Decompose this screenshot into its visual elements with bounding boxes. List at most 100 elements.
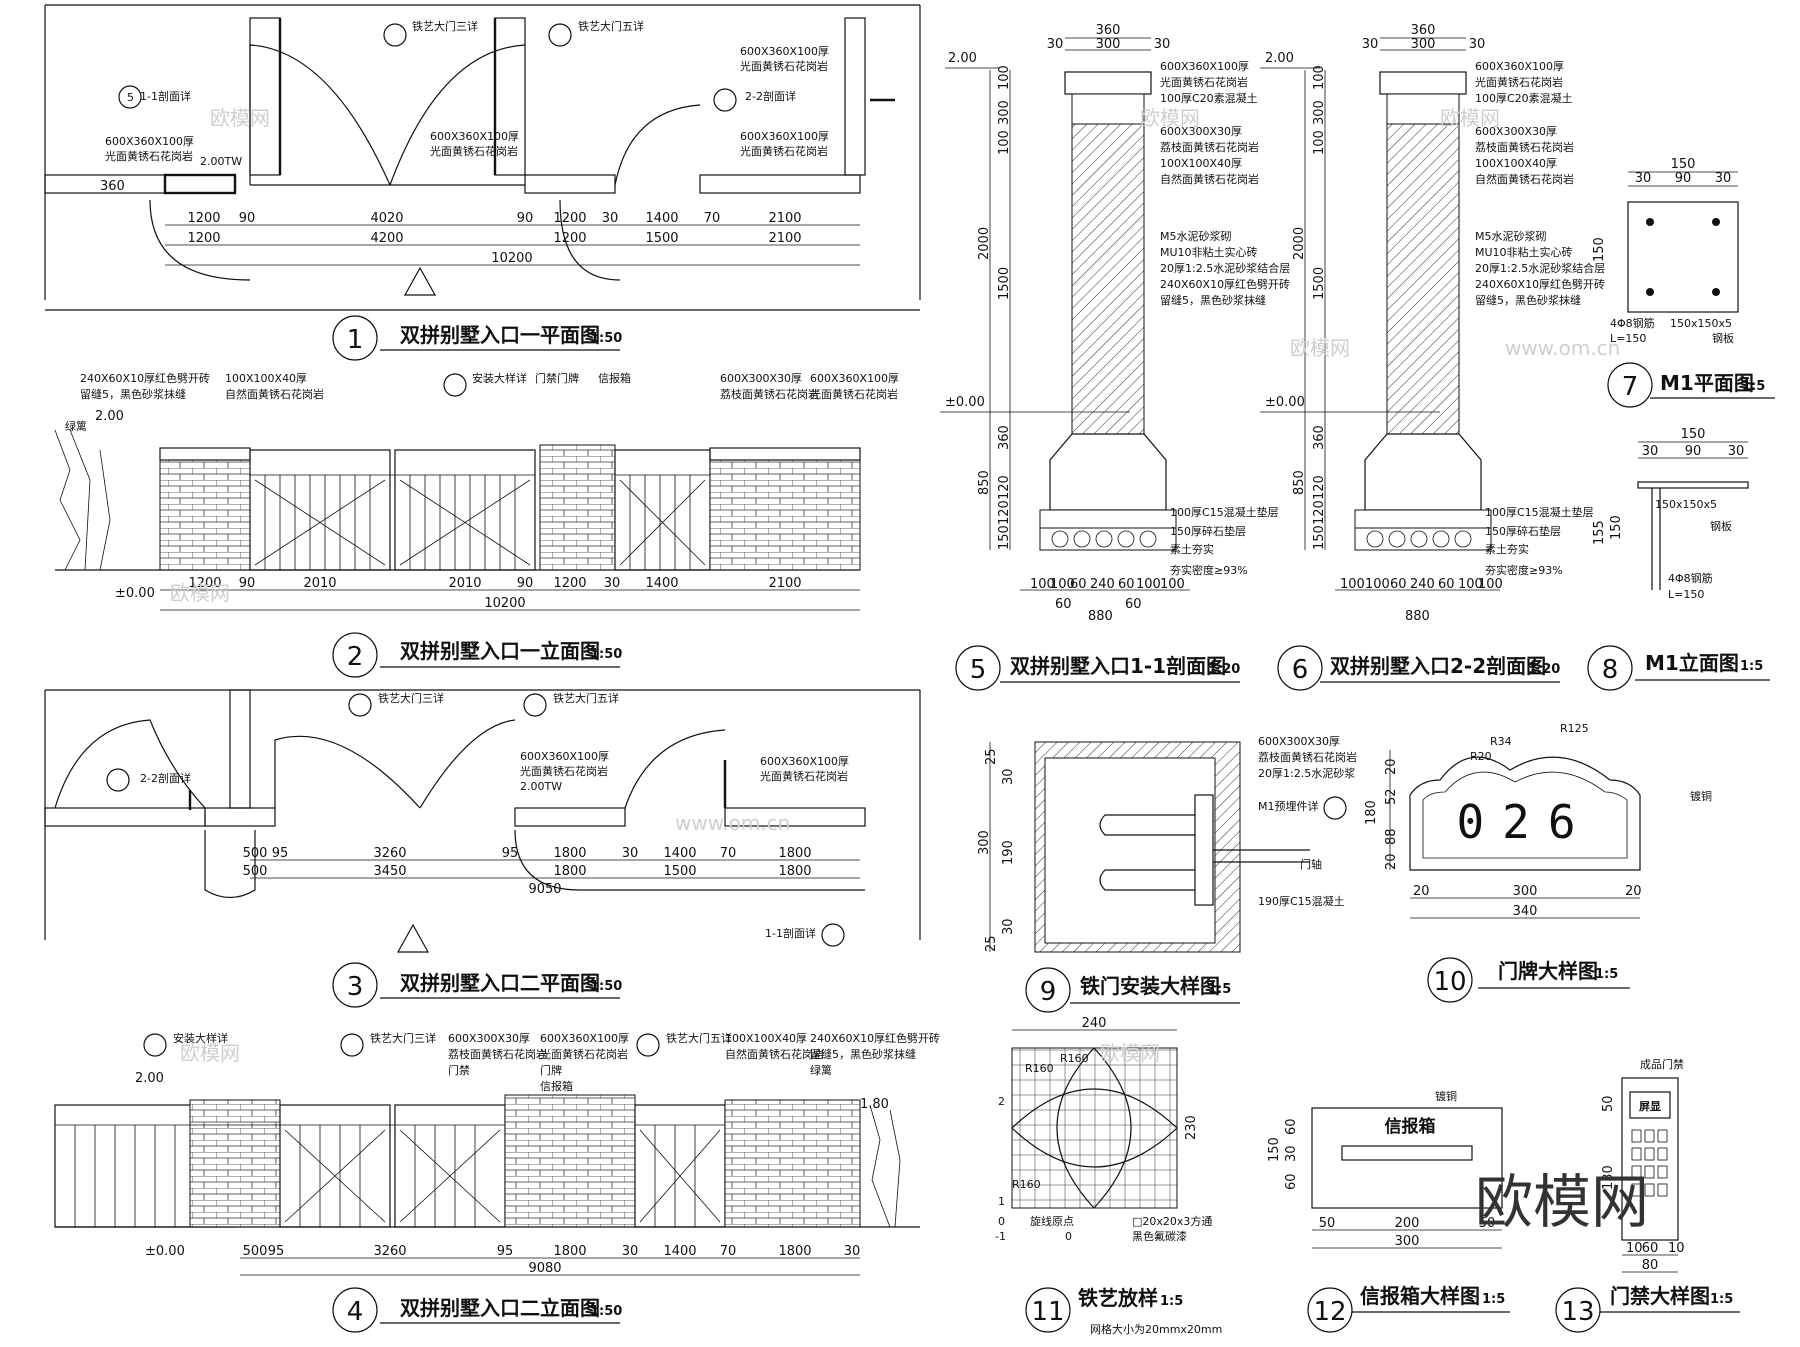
note: 素土夯实 [1170, 542, 1214, 556]
drawing-scale: 1:50 [590, 647, 622, 662]
callout-num: 5 [127, 91, 134, 104]
note: 150x150x5 [1655, 498, 1717, 511]
iron-pattern-detail: 240 230 R160 R160 R160 2 1 0 -1 0 旋线原点 □… [995, 1016, 1222, 1336]
note: 铁艺大门三详 [370, 1031, 436, 1045]
dim: 150 [997, 525, 1012, 550]
dim: 500 [243, 846, 268, 861]
dim: 1800 [553, 846, 586, 861]
dim: 30 [1728, 444, 1745, 459]
elevation-2: 500 95 3260 95 1800 30 1400 70 1800 30 9… [54, 1031, 940, 1333]
dim: R160 [1025, 1062, 1054, 1075]
level: 2.00 [135, 1071, 164, 1086]
note: 2-2剖面详 [745, 89, 796, 103]
dim: 30 [1284, 1145, 1299, 1162]
watermark-text: 欧模网 [1440, 106, 1500, 130]
dim: 120 [997, 475, 1012, 500]
plan-1: 1200 90 4020 90 1200 30 1400 70 2100 120… [44, 4, 921, 361]
watermark-text: 欧模网 [1140, 106, 1200, 130]
dim: 3260 [373, 1244, 406, 1259]
note: 100X100X40厚 [225, 372, 307, 385]
title-circle [1587, 645, 1633, 691]
drawing-scale: 1:50 [590, 979, 622, 994]
dim: 500 [243, 864, 268, 879]
watermark-text: 欧模网 [1100, 1041, 1160, 1065]
callout-circle [118, 85, 142, 109]
house-number-plate-detail: 026 R20 R34 R125 20 52 180 88 20 20 300 … [1364, 722, 1712, 1003]
watermark: 欧模网 欧模网 欧模网 欧模网 欧模网 欧模网 欧模网 www.om.cn ww… [170, 106, 1649, 1236]
note: 铁艺大门五详 [578, 19, 644, 33]
drawing-title: 双拼别墅入口2-2剖面图 [1330, 654, 1546, 678]
dim: 1400 [663, 846, 696, 861]
plan-2: 500 95 3260 95 1800 30 1400 70 1800 500 … [44, 689, 921, 1008]
dim-total: 10200 [484, 596, 525, 611]
drawing-scale: 1:5 [1208, 982, 1231, 997]
dim: 100 [1030, 577, 1055, 592]
callout-circle [713, 88, 737, 112]
dim: 1800 [778, 846, 811, 861]
title-num: 8 [1602, 655, 1619, 685]
dim: 200 [1395, 1216, 1420, 1231]
dim: 240 [1090, 577, 1115, 592]
note: 150厚碎石垫层 [1170, 524, 1246, 538]
dim: 50 [1319, 1216, 1336, 1231]
dim: 3450 [373, 864, 406, 879]
dim: 240 [1410, 577, 1435, 592]
drawing-title: 铁门安装大样图 [1080, 974, 1220, 998]
note: 600X360X100厚 [105, 135, 194, 148]
dim: 10 [1668, 1241, 1685, 1256]
note: 留缝5，黑色砂浆抹缝 [1475, 293, 1581, 307]
title-circle [1555, 1287, 1601, 1333]
dim: 30 [1715, 171, 1732, 186]
dim: 30 [844, 1244, 861, 1259]
title-circle [332, 962, 378, 1008]
drawing-scale: 1:5 [1710, 1292, 1733, 1307]
title-circle [1427, 957, 1473, 1003]
note: 安装大样详 [472, 371, 527, 385]
note: L=150 [1610, 332, 1646, 345]
dim: 90 [239, 211, 256, 226]
dim: 30 [1362, 37, 1379, 52]
dim: 1500 [663, 864, 696, 879]
note: 夯实密度≥93% [1170, 563, 1248, 577]
dim: 1200 [187, 211, 220, 226]
dim: 30 [1642, 444, 1659, 459]
title-num: 7 [1622, 372, 1639, 402]
dim: 30 [1001, 768, 1016, 785]
note: 600X360X100厚 [540, 1032, 629, 1045]
note: 600X360X100厚 [740, 130, 829, 143]
dim: 70 [704, 211, 721, 226]
access-control-detail: 屏显 成品门禁 10 60 10 80 50 130 13 门禁大样图 1:5 [1555, 1057, 1740, 1333]
level: ±0.00 [1265, 395, 1305, 410]
dim: 30 [1001, 918, 1016, 935]
note: 光面黄锈石花岗岩 [430, 144, 518, 158]
note: 铁艺大门五详 [666, 1031, 732, 1045]
note: 190厚C15混凝土 [1258, 894, 1345, 908]
level: 1.80 [860, 1097, 889, 1112]
dim: 30 [622, 846, 639, 861]
note: 100厚C15混凝土垫层 [1485, 505, 1594, 519]
note: 铁艺大门三详 [412, 19, 478, 33]
dim: 190 [1001, 840, 1016, 865]
note: 光面黄锈石花岗岩 [810, 387, 898, 401]
title-num: 10 [1433, 967, 1466, 997]
drawing-scale: 1:5 [1160, 1294, 1183, 1309]
dim: 1200 [187, 231, 220, 246]
dim: 95 [272, 846, 289, 861]
note: 黑色氟碳漆 [1132, 1229, 1187, 1243]
note: 绿篱 [65, 419, 87, 433]
note: 4Φ8钢筋 [1668, 571, 1713, 585]
dim: 1800 [553, 864, 586, 879]
title-circle [1025, 1287, 1071, 1333]
view-marker [403, 266, 437, 296]
dim: 70 [720, 846, 737, 861]
title-num: 1 [347, 325, 364, 355]
dim: 60 [1284, 1118, 1299, 1135]
note: 旋线原点 [1030, 1214, 1074, 1228]
title-num: 13 [1561, 1297, 1594, 1327]
dim: 25 [984, 935, 999, 952]
note: 100厚C20素混凝土 [1160, 91, 1258, 105]
callout-circle [340, 1033, 364, 1057]
note: MU10非粘土实心砖 [1160, 245, 1258, 259]
dim: 50 [1479, 1216, 1496, 1231]
dim: 100 [1050, 577, 1075, 592]
